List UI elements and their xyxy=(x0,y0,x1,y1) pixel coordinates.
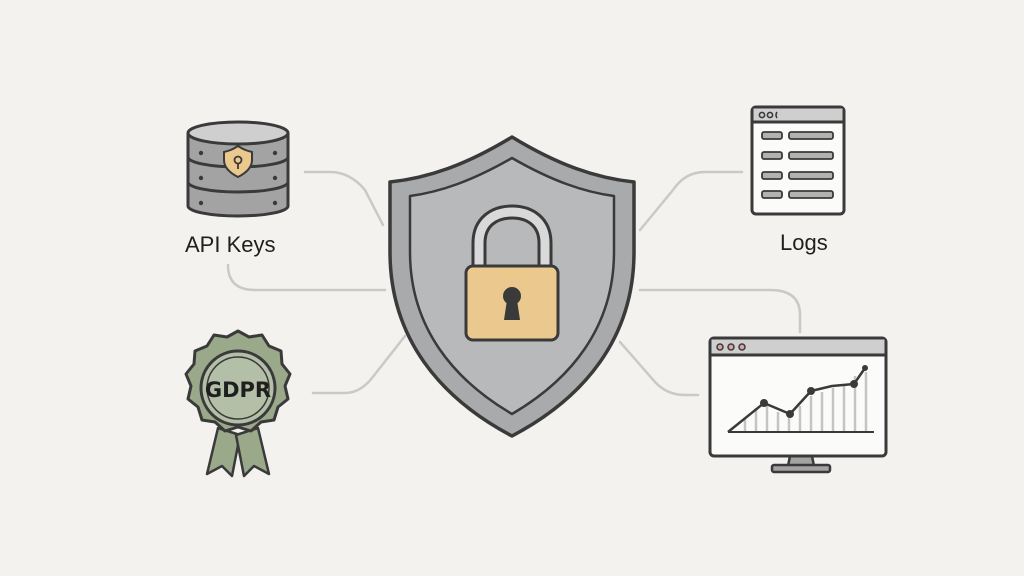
connector-gdpr xyxy=(311,334,407,395)
api-keys-label: API Keys xyxy=(185,232,276,257)
monitor-chart-icon xyxy=(708,336,888,474)
database-icon xyxy=(186,120,290,218)
connector-api-lower xyxy=(226,263,387,292)
connector-api-upper xyxy=(303,170,385,227)
database-top xyxy=(186,120,290,146)
badge-label: GDPR xyxy=(205,378,271,402)
monitor-frame xyxy=(708,336,888,458)
log-lines xyxy=(761,131,834,199)
connector-logs xyxy=(638,170,744,232)
connector-monitor-upper xyxy=(638,288,802,334)
connector-lines xyxy=(226,170,802,397)
key-shield-icon xyxy=(223,144,253,179)
shield-lock-icon xyxy=(388,135,636,438)
chart-points xyxy=(760,365,868,418)
connector-monitor-lower xyxy=(618,340,700,397)
chart-bars xyxy=(743,372,868,432)
padlock-shackle-inner xyxy=(474,207,550,273)
log-window-icon xyxy=(750,105,846,216)
badge-ribbons xyxy=(205,426,271,478)
badge-icon: GDPR xyxy=(184,329,292,478)
padlock-keyhole-slot xyxy=(504,300,520,320)
logs-label: Logs xyxy=(780,230,828,255)
badge-ring xyxy=(199,349,277,427)
